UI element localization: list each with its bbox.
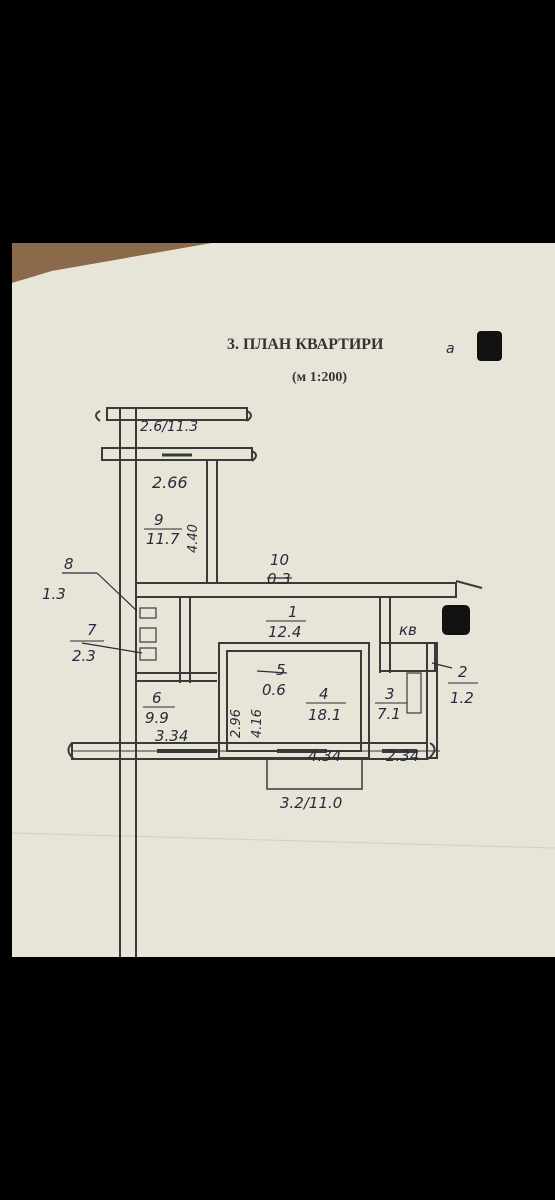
room-3-area: 7.1: [377, 705, 401, 723]
fixtures: [139, 607, 422, 714]
room-6-area: 9.9: [145, 709, 169, 727]
dim-room3-width: 2.34: [386, 747, 419, 765]
room-4-number: 4: [319, 685, 329, 703]
room-10-number: 10: [270, 551, 289, 569]
room-labels: 9 11.7 8 1.3 7 2.3 10 0.3 1 12.4 кв 5 0.…: [42, 511, 478, 727]
paper-fold: [12, 832, 555, 849]
apartment-label: кв: [399, 621, 417, 639]
room-2-area: 1.2: [450, 689, 474, 707]
dim-bottom-notch: 3.2/11.0: [280, 794, 342, 812]
corridor-wall: [135, 582, 457, 598]
room-1-number: 1: [288, 603, 298, 621]
top-wall-2: [101, 447, 253, 461]
toilet-fixture: [139, 607, 157, 619]
room-9-number: 9: [154, 511, 164, 529]
leader-lines: [62, 572, 453, 674]
redaction-mark-top: [477, 331, 502, 361]
wood-surface: [12, 243, 212, 283]
room-5-number: 5: [276, 661, 286, 679]
dim-room9-depth: 4.40: [186, 524, 201, 553]
room-3-number: 3: [385, 685, 395, 703]
room-1-area: 12.4: [268, 623, 301, 641]
room-8-number: 8: [64, 555, 74, 573]
redaction-mark-plan: [442, 605, 470, 635]
dim-room4-height: 4.16: [250, 709, 265, 738]
scale-label: (м 1:200): [292, 370, 347, 385]
room-6-number: 6: [152, 689, 162, 707]
heading-suffix: а: [446, 341, 455, 357]
dim-top-width: 2.66: [152, 473, 188, 492]
plan-walls: [67, 407, 483, 957]
room-10-area: 0.3: [267, 570, 291, 588]
plan-heading: 3. ПЛАН КВАРТИРИ: [227, 336, 384, 353]
room-5-area: 0.6: [262, 681, 286, 699]
dim-top-notch: 2.6/11.3: [140, 419, 198, 435]
room-9-area: 11.7: [146, 530, 180, 548]
room-8-area: 1.3: [42, 585, 66, 603]
bottom-notch-box: [266, 758, 363, 790]
stove-fixture: [406, 672, 422, 714]
dim-room4-width: 4.34: [308, 747, 341, 765]
room-2-number: 2: [458, 663, 468, 681]
sink-fixture: [139, 647, 157, 661]
room-4-area: 18.1: [308, 706, 341, 724]
room-7-number: 7: [87, 621, 97, 639]
dim-room6-width: 3.34: [155, 727, 188, 745]
room-7-area: 2.3: [72, 647, 96, 665]
bath-fixture: [139, 627, 157, 643]
dim-room6-height: 2.96: [229, 709, 244, 738]
paper-sheet: [12, 243, 555, 957]
floor-plan-photo: 3. ПЛАН КВАРТИРИ а (м 1:200): [12, 243, 555, 957]
left-wall: [119, 407, 137, 957]
top-wall: [106, 407, 248, 421]
